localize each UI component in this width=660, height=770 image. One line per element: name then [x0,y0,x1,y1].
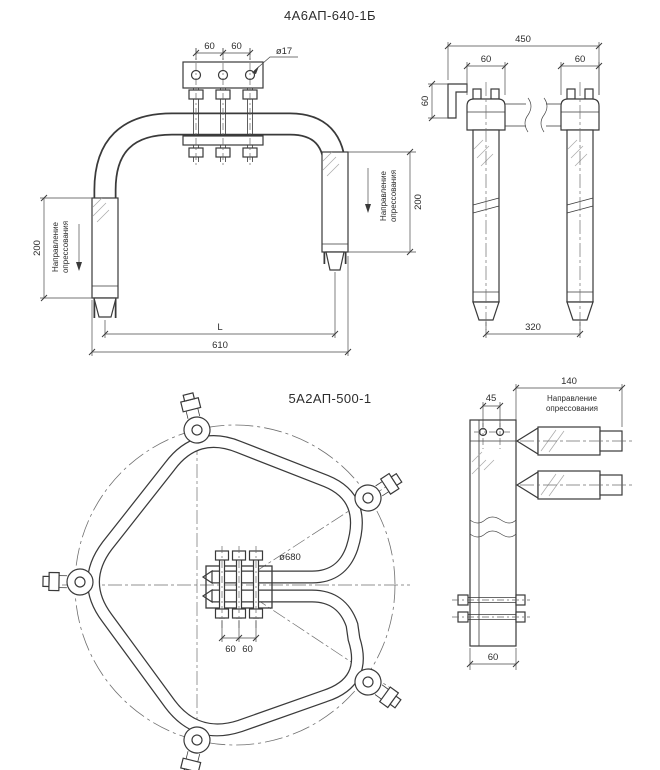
dim-diameter-label: ø680 [279,552,301,563]
side-view-4a6ap: 450 60 60 60 320 [420,34,603,338]
dim-200-left-label: 200 [32,240,43,256]
dim-60-center-label-2: 60 [242,644,253,655]
dim-60-label-2: 60 [231,41,242,52]
dim-45: 45 [479,393,504,427]
dim-60-plate: 60 [466,648,520,670]
connecting-bar-break [505,97,561,133]
front-view-5a2ap: 5А2АП-500-1 [42,391,410,770]
dim-60-plate-label: 60 [488,652,499,663]
dim-45-label: 45 [486,393,497,404]
mounting-plate [469,419,517,647]
title-5a2ap: 5А2АП-500-1 [289,391,372,406]
dim-450-label: 450 [515,34,531,45]
press-direction-right-line1: Направление [379,170,388,221]
dim-200-right-label: 200 [413,194,424,210]
center-clamp-assembly [205,546,273,630]
dim-60-60-center: 60 60 [218,620,260,655]
dim-320-label: 320 [525,322,541,333]
perimeter-clamp-left [42,568,94,596]
clamp-plate-assembly [182,48,264,168]
dim-140: 140 Направление опрессования [512,376,626,427]
press-direction-right-line2: опрессования [389,170,398,222]
side-view-5a2ap: 140 Направление опрессования 45 60 [452,376,632,670]
dim-60-tube2-label: 60 [575,54,586,65]
press-arrow-left [76,262,82,271]
dim-L: L [101,272,339,338]
press-direction-left-line1: Направление [51,221,60,272]
dim-L-label: L [217,322,222,333]
plate-bolts-bottom [452,594,530,623]
dim-60-tube1: 60 [463,54,509,95]
dim-60-bracket-label: 60 [420,96,431,107]
perimeter-clamp-upper-right [354,472,403,512]
sleeve-centerlines [520,440,632,486]
dim-60-60-top: 60 60 [192,41,254,60]
press-direction-side-line1: Направление [547,394,598,403]
tube-loop [93,112,347,318]
press-sleeve-right [321,151,349,271]
perimeter-clamp-top [180,392,211,444]
dim-140-label: 140 [561,376,577,387]
dim-610: 610 [88,256,352,356]
press-direction-side-line2: опрессования [546,404,598,413]
press-direction-left-line2: опрессования [61,221,70,273]
perimeter-clamp-bottom [180,726,211,770]
ring-tube [87,435,364,737]
angle-bracket [447,83,468,119]
press-arrow-right [365,204,371,213]
tube-centerlines [485,82,581,330]
dim-200-right: 200 Направление опрессования [348,148,424,256]
dim-200-left: 200 Направление опрессования [32,194,92,302]
front-view-4a6ap: 4А6АП-640-1Б [32,8,424,356]
dim-hole-diameter: ø17 [252,46,298,74]
press-sleeve-left [91,197,119,318]
dim-60-center-label-1: 60 [225,644,236,655]
perimeter-clamp-lower-right [354,668,402,709]
dim-60-bracket: 60 [420,80,448,122]
dim-60-tube2: 60 [557,54,603,95]
dim-610-label: 610 [212,340,228,351]
dim-60-tube1-label: 60 [481,54,492,65]
dim-hole-label: ø17 [276,46,292,57]
dim-60-label-1: 60 [204,41,215,52]
dim-320: 320 [482,322,584,338]
title-4a6ap: 4А6АП-640-1Б [284,8,376,23]
